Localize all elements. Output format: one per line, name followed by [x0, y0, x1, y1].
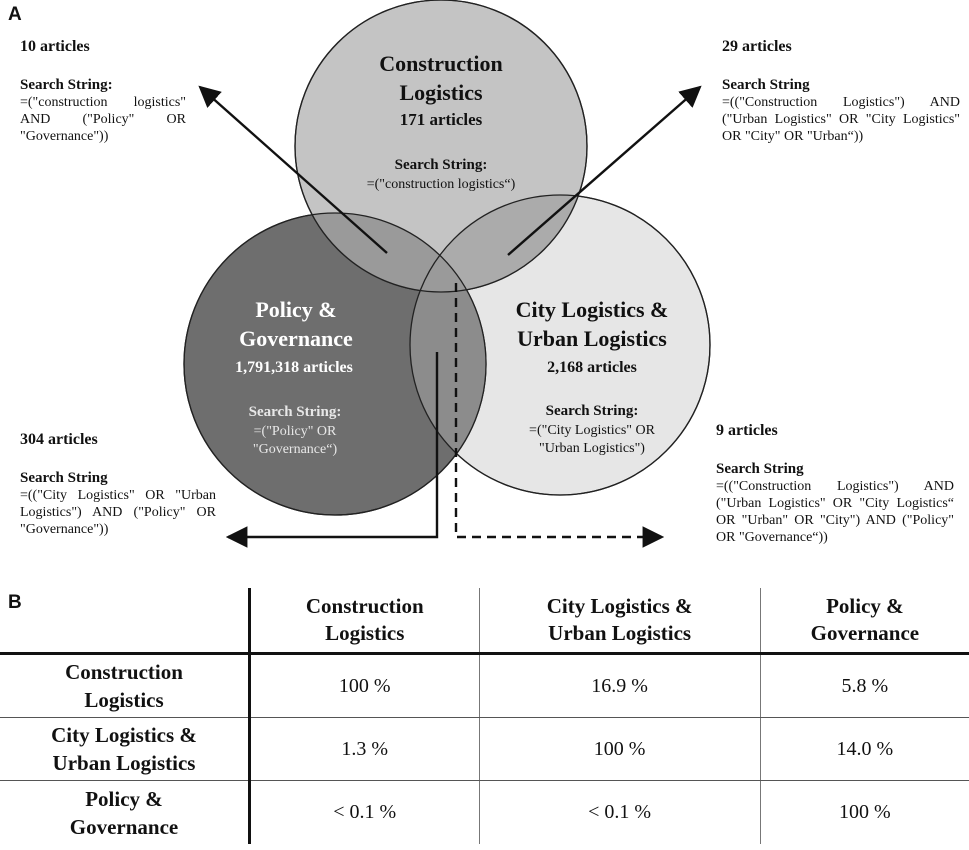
callout-bottom-right-query: =(("Construction Logistics") AND ("Urban… [716, 479, 954, 545]
arrow-top-right [507, 85, 702, 256]
col-header-policy: Policy & Governance [760, 588, 969, 655]
overlap-matrix-table: Construction Logistics City Logistics & … [0, 588, 969, 844]
construction-title-line1: Construction [379, 51, 502, 76]
callout-bottom-left: 304 articles Search String =(("City Logi… [20, 431, 216, 538]
callout-bottom-left-count: 304 articles [20, 431, 98, 448]
callout-bottom-left-label: Search String [20, 470, 108, 486]
col-header-line: City Logistics & [546, 594, 693, 618]
table-cell: < 0.1 % [479, 780, 761, 844]
callout-bottom-right: 9 articles Search String =(("Constructio… [716, 422, 954, 546]
row-header-city: City Logistics & Urban Logistics [0, 717, 251, 781]
table-cell: 1.3 % [249, 717, 480, 781]
overlap-construction-city [410, 195, 587, 292]
venn-diagram: Construction Logistics 171 articles Sear… [183, 0, 711, 548]
table-cell: 100 % [479, 717, 761, 781]
panel-a-label: A [8, 4, 22, 25]
table-row: Policy & Governance < 0.1 % < 0.1 % 100 … [0, 780, 969, 844]
callout-top-right-label: Search String [722, 77, 810, 93]
col-header-line: Policy & [826, 594, 904, 618]
policy-search-line2: "Governance“) [253, 442, 338, 457]
callout-top-left-query: =("construction logistics" AND ("Policy"… [20, 95, 186, 144]
city-title-line2: Urban Logistics [517, 326, 667, 351]
table-row: Construction Logistics 100 % 16.9 % 5.8 … [0, 653, 969, 718]
table-cell: 16.9 % [479, 653, 761, 718]
city-search-line2: "Urban Logistics") [539, 441, 645, 456]
callout-bottom-right-label: Search String [716, 461, 804, 477]
col-header-line: Governance [810, 621, 920, 645]
construction-search-string: =("construction logistics“) [367, 177, 516, 192]
construction-title-line2: Logistics [399, 80, 483, 105]
table-cell: 100 % [839, 801, 891, 823]
row-header-line: Governance [69, 814, 179, 839]
arrow-top-left [198, 85, 388, 254]
policy-title-line2: Governance [239, 326, 353, 351]
col-header-line: Construction [305, 594, 424, 618]
row-header-line: Construction [65, 660, 183, 684]
callout-top-right: 29 articles Search String =(("Constructi… [722, 38, 960, 145]
row-header-line: Urban Logistics [52, 751, 196, 775]
table-corner-cell [0, 588, 251, 655]
callout-top-left-label: Search String: [20, 77, 113, 93]
policy-search-line1: =("Policy" OR [254, 424, 337, 439]
col-header-city: City Logistics & Urban Logistics [479, 588, 761, 655]
city-count: 2,168 articles [547, 359, 637, 376]
row-header-policy: Policy & Governance [0, 780, 251, 844]
col-header-line: Urban Logistics [548, 621, 692, 645]
row-header-construction: Construction Logistics [0, 653, 251, 718]
callout-top-right-query: =(("Construction Logistics") AND ("Urban… [722, 95, 960, 144]
construction-count: 171 articles [400, 110, 483, 129]
col-header-construction: Construction Logistics [249, 588, 480, 655]
table-cell: 100 % [249, 653, 480, 718]
arrow-bottom-right [454, 283, 665, 548]
callout-top-left-count: 10 articles [20, 38, 90, 55]
callout-top-left: 10 articles Search String: =("constructi… [20, 38, 186, 145]
city-title-line1: City Logistics & [516, 297, 669, 322]
row-header-line: Logistics [84, 688, 164, 712]
city-search-line1: =("City Logistics" OR [529, 423, 656, 438]
policy-title-line1: Policy & [255, 297, 336, 322]
table-cell: 14.0 % [760, 717, 969, 781]
city-search-label: Search String: [546, 403, 639, 419]
col-header-line: Logistics [325, 621, 405, 645]
arrow-bottom-left [225, 352, 439, 548]
table-header-row: Construction Logistics City Logistics & … [0, 588, 969, 655]
policy-count: 1,791,318 articles [235, 359, 353, 376]
policy-search-label: Search String: [249, 404, 342, 420]
table-row: City Logistics & Urban Logistics 1.3 % 1… [0, 717, 969, 781]
table-cell: < 0.1 % [249, 780, 480, 844]
construction-search-label: Search String: [395, 157, 488, 173]
table-cell: 5.8 % [760, 653, 969, 718]
row-header-line: Policy & [85, 786, 163, 811]
row-header-line: City Logistics & [51, 723, 197, 747]
callout-bottom-right-count: 9 articles [716, 422, 778, 439]
callout-bottom-left-query: =(("City Logistics" OR "Urban Logistics"… [20, 488, 216, 537]
callout-top-right-count: 29 articles [722, 38, 792, 55]
